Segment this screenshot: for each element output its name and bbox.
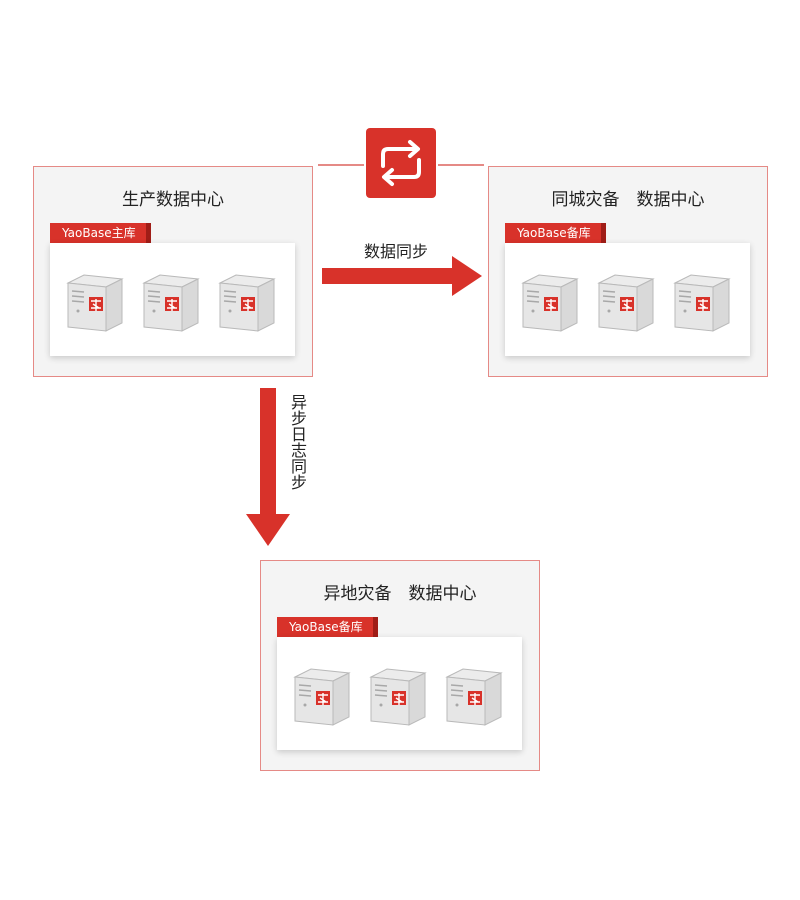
remote-datacenter: 异地灾备 数据中心 YaoBase备库	[260, 560, 540, 771]
server-tower-icon	[140, 271, 200, 333]
same-city-datacenter: 同城灾备 数据中心 YaoBase备库	[488, 166, 768, 377]
remote-tag: YaoBase备库	[277, 617, 378, 637]
data-sync-arrow-icon	[322, 256, 484, 300]
server-tower-icon	[64, 271, 124, 333]
production-title: 生产数据中心	[122, 190, 224, 210]
connector-line-left	[318, 164, 364, 166]
async-log-sync-arrow-icon	[246, 388, 290, 552]
data-sync-label: 数据同步	[363, 242, 428, 261]
same-city-title: 同城灾备 数据中心	[551, 190, 705, 210]
server-tower-icon	[595, 271, 655, 333]
same-city-server-panel	[505, 243, 750, 356]
server-tower-icon	[671, 271, 731, 333]
same-city-tag: YaoBase备库	[505, 223, 606, 243]
server-tower-icon	[216, 271, 276, 333]
server-tower-icon	[519, 271, 579, 333]
production-tag: YaoBase主库	[50, 223, 151, 243]
server-tower-icon	[443, 665, 503, 727]
remote-title: 异地灾备 数据中心	[323, 584, 477, 604]
production-datacenter: 生产数据中心 YaoBase主库	[33, 166, 313, 377]
production-server-panel	[50, 243, 295, 356]
sync-arrows-icon	[366, 128, 436, 198]
server-tower-icon	[291, 665, 351, 727]
server-tower-icon	[367, 665, 427, 727]
async-log-sync-label: 异步日志同步	[288, 394, 307, 490]
remote-server-panel	[277, 637, 522, 750]
connector-line-right	[438, 164, 484, 166]
